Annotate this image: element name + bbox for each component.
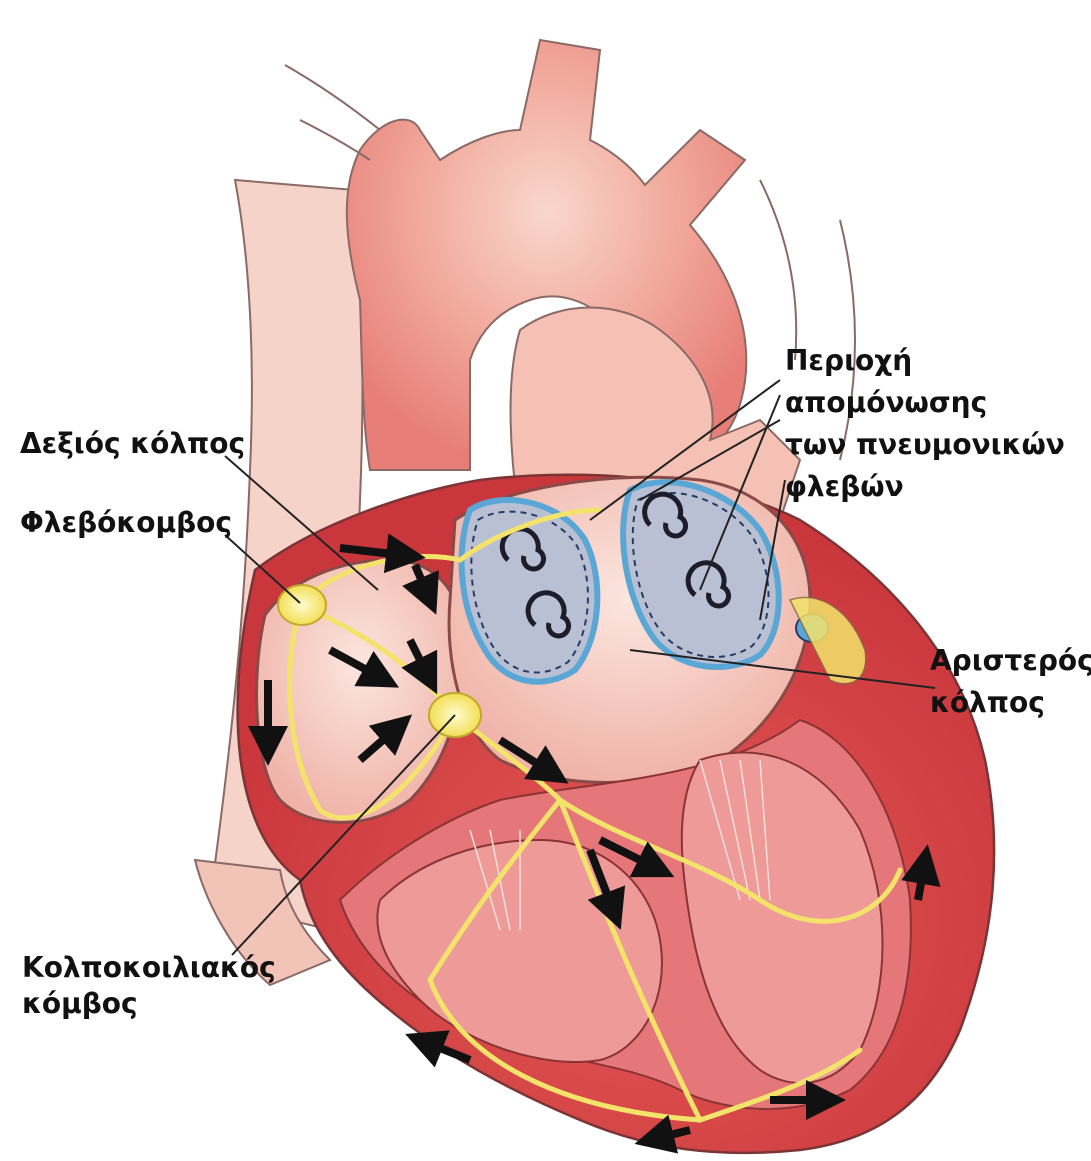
label-left-atrium: Αριστερός κόλπος <box>930 640 1091 724</box>
sinoatrial-node <box>278 585 326 625</box>
label-av-node-line-1: Κολποκοιλιακός <box>22 950 276 986</box>
label-pvi-line-4: φλεβών <box>785 466 1065 508</box>
label-right-atrium: Δεξιός κόλπος <box>20 426 245 462</box>
label-pvi-line-1: Περιοχή <box>785 340 1065 382</box>
label-left-atrium-line-2: κόλπος <box>930 682 1091 724</box>
label-pvi-line-3: των πνευμονικών <box>785 424 1065 466</box>
label-sinoatrial-node: Φλεβόκομβος <box>20 505 232 541</box>
label-pvi-line-2: απομόνωσης <box>785 382 1065 424</box>
label-av-node: Κολποκοιλιακός κόμβος <box>22 950 276 1022</box>
label-pulmonary-vein-isolation: Περιοχή απομόνωσης των πνευμονικών φλεβώ… <box>785 340 1065 508</box>
label-left-atrium-line-1: Αριστερός <box>930 640 1091 682</box>
label-av-node-line-2: κόμβος <box>22 986 276 1022</box>
